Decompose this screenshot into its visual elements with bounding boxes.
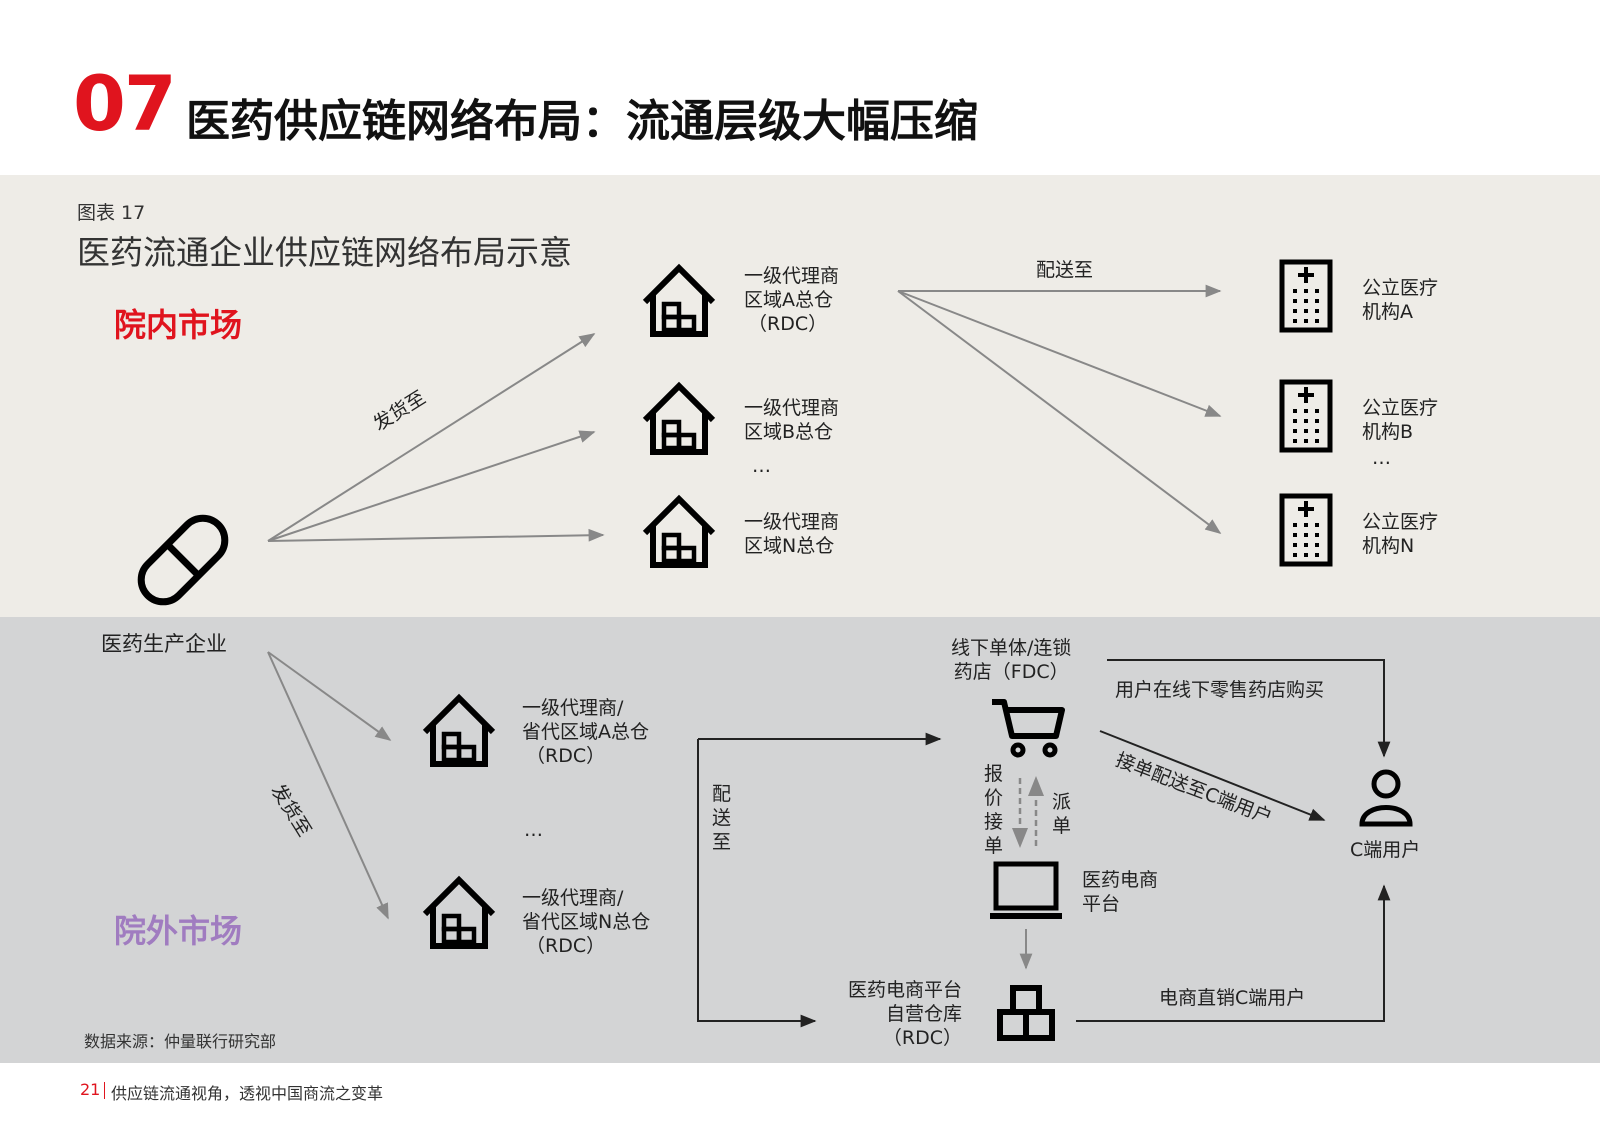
deliver-to-char-2: 送 <box>712 807 732 829</box>
ecommerce-warehouse-line1: 医药电商平台 <box>848 979 963 1001</box>
ecommerce-line1: 医药电商 <box>1082 869 1159 891</box>
ship-arrows-bottom <box>267 651 392 920</box>
out-hospital-market-title: 院外市场 <box>114 912 243 950</box>
bottom-rdc-a-line3: （RDC） <box>526 745 606 767</box>
figure-label: 图表 17 <box>77 202 146 224</box>
warehouse-icon <box>425 880 493 946</box>
consumer-label: C端用户 <box>1350 839 1421 861</box>
quote-accept-char-4: 单 <box>984 835 1004 857</box>
top-rdc-a-line1: 一级代理商 <box>744 265 840 287</box>
deliver-to-vertical-label: 配 送 至 <box>712 782 731 854</box>
deliver-arrows-top <box>897 284 1222 534</box>
dispatch-label: 派 单 <box>1052 790 1071 838</box>
ecommerce-warehouse-line2: 自营仓库 <box>886 1003 963 1025</box>
top-rdc-b-line2: 区域B总仓 <box>744 421 834 443</box>
top-rdc-n-label: 一级代理商 区域N总仓 <box>744 510 839 558</box>
accept-deliver-arrow <box>1099 730 1326 821</box>
ecommerce-warehouse-line3: （RDC） <box>882 1027 963 1049</box>
hospital-b-label: 公立医疗 机构B <box>1362 396 1438 444</box>
pharmacy-line1: 线下单体/连锁 <box>951 637 1072 659</box>
manufacturer-label: 医药生产企业 <box>101 632 227 656</box>
top-rdc-n-line2: 区域N总仓 <box>744 535 835 557</box>
hospital-icon <box>1282 496 1330 564</box>
pharmacy-label: 线下单体/连锁 药店（FDC） <box>951 636 1071 684</box>
hospital-b-line2: 机构B <box>1362 421 1414 443</box>
deliver-to-label: 配送至 <box>1036 259 1094 281</box>
in-hospital-band <box>0 175 1600 617</box>
quote-accept-label: 报 价 接 单 <box>984 762 1003 858</box>
bottom-rdc-n-label: 一级代理商/ 省代区域N总仓 （RDC） <box>522 886 650 958</box>
bottom-rdc-n-line2: 省代区域N总仓 <box>522 911 651 933</box>
bottom-rdc-a-label: 一级代理商/ 省代区域A总仓 （RDC） <box>522 696 649 768</box>
hospital-icon <box>1282 262 1330 330</box>
user-icon <box>1359 769 1413 827</box>
hospital-a-line2: 机构A <box>1362 301 1413 323</box>
figure-title: 医药流通企业供应链网络布局示意 <box>77 233 572 272</box>
top-rdc-a-line3: （RDC） <box>748 313 828 335</box>
bottom-rdc-n-line3: （RDC） <box>526 935 606 957</box>
hospital-b-line1: 公立医疗 <box>1362 397 1439 419</box>
hospital-n-line2: 机构N <box>1362 535 1415 557</box>
ecommerce-label: 医药电商 平台 <box>1082 868 1158 916</box>
footer-divider <box>104 1082 105 1099</box>
ecommerce-line2: 平台 <box>1082 893 1121 915</box>
warehouse-icon <box>425 698 493 764</box>
warehouse-icon <box>645 268 713 334</box>
laptop-icon <box>990 861 1062 919</box>
out-hospital-band <box>0 617 1600 1063</box>
hospital-icon <box>1282 382 1330 450</box>
top-rdc-b-line1: 一级代理商 <box>744 397 840 419</box>
dispatch-char-2: 单 <box>1052 815 1072 837</box>
direct-sell-arrow <box>1076 884 1391 1022</box>
deliver-bracket <box>697 732 942 1028</box>
deliver-to-char-1: 配 <box>712 783 732 805</box>
pill-icon <box>137 514 229 606</box>
hospital-a-label: 公立医疗 机构A <box>1362 276 1438 324</box>
warehouse-icon <box>645 386 713 452</box>
pharmacy-line2: 药店（FDC） <box>953 661 1069 683</box>
data-source: 数据来源：仲量联行研究部 <box>84 1032 277 1051</box>
bottom-rdc-a-line2: 省代区域A总仓 <box>522 721 649 743</box>
dispatch-char-1: 派 <box>1052 791 1072 813</box>
top-rdc-n-line1: 一级代理商 <box>744 511 840 533</box>
in-hospital-market-title: 院内市场 <box>114 306 243 344</box>
quote-accept-char-3: 接 <box>984 811 1004 833</box>
boxes-icon <box>997 985 1055 1041</box>
hospital-n-label: 公立医疗 机构N <box>1362 510 1438 558</box>
buy-offline-label: 用户在线下零售药店购买 <box>1115 679 1325 701</box>
warehouse-icon <box>645 499 713 565</box>
hospital-a-line1: 公立医疗 <box>1362 277 1439 299</box>
footer-title: 供应链流通视角，透视中国商流之变革 <box>111 1084 384 1103</box>
hospital-ellipsis: … <box>1372 447 1391 469</box>
deliver-to-char-3: 至 <box>712 831 732 853</box>
top-rdc-b-label: 一级代理商 区域B总仓 <box>744 396 839 444</box>
bottom-rdc-a-line1: 一级代理商/ <box>522 697 624 719</box>
top-rdc-ellipsis: … <box>752 455 771 477</box>
ecommerce-warehouse-label: 医药电商平台 自营仓库 （RDC） <box>848 978 962 1050</box>
quote-accept-char-2: 价 <box>984 787 1004 809</box>
section-number: 07 <box>73 59 177 148</box>
cart-icon <box>992 699 1065 758</box>
page-number: 21 <box>80 1080 101 1099</box>
quote-accept-char-1: 报 <box>984 763 1004 785</box>
direct-sell-label: 电商直销C端用户 <box>1159 987 1306 1009</box>
bottom-rdc-n-line1: 一级代理商/ <box>522 887 624 909</box>
hospital-n-line1: 公立医疗 <box>1362 511 1439 533</box>
buy-offline-arrow <box>1107 659 1391 758</box>
page-title: 医药供应链网络布局：流通层级大幅压缩 <box>186 96 978 147</box>
quote-dispatch-arrows <box>1012 776 1044 848</box>
ship-arrows-top <box>267 333 605 542</box>
top-rdc-a-label: 一级代理商 区域A总仓 （RDC） <box>744 264 839 336</box>
top-rdc-a-line2: 区域A总仓 <box>744 289 833 311</box>
bottom-rdc-ellipsis: … <box>524 819 543 841</box>
